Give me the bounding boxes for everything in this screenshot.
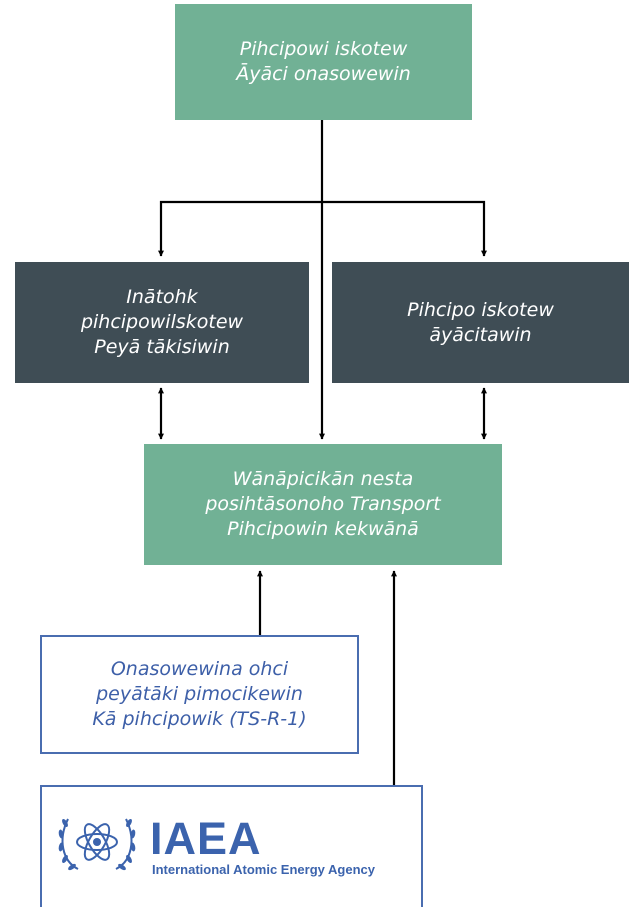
right-box-line: Pihcipo iskotew xyxy=(407,298,554,321)
top-box-line: Pihcipowi iskotew xyxy=(239,38,408,60)
center-box-line: posihtāsonoho Transport xyxy=(205,493,441,515)
un-atom-olive-wreath-icon xyxy=(58,818,136,871)
ts-regulations-box: Onasowewina ohci peyātāki pimocikewin Kā… xyxy=(40,635,359,754)
left-box-line: pihcipowilskotew xyxy=(80,311,244,333)
left-box-line: Peyā tākisiwin xyxy=(94,336,230,358)
iaea-logo-box: IAEA International Atomic Energy Agency xyxy=(40,785,423,907)
right-box: Pihcipo iskotew āyācitawin xyxy=(332,262,629,383)
connector-top-split xyxy=(158,200,487,257)
center-box-line: Pihcipowin kekwānā xyxy=(227,518,419,540)
center-box-line: Wānāpicikān nesta xyxy=(232,468,414,490)
left-box: Inātohk pihcipowilskotew Peyā tākisiwin xyxy=(15,262,309,383)
iaea-full-name: International Atomic Energy Agency xyxy=(152,862,375,877)
ts-box-line: Onasowewina ohci xyxy=(110,658,289,680)
ts-box-line: peyātāki pimocikewin xyxy=(96,683,303,705)
iaea-wordmark: IAEA xyxy=(150,813,262,864)
left-box-line: Inātohk xyxy=(126,286,198,308)
right-box-line: āyācitawin xyxy=(429,323,532,346)
ts-box-line: Kā pihcipowik (TS-R-1) xyxy=(92,708,307,730)
center-box: Wānāpicikān nesta posihtāsonoho Transpor… xyxy=(144,444,502,565)
top-box: Pihcipowi iskotew Āyāci onasowewin xyxy=(175,4,472,120)
top-box-line: Āyāci onasowewin xyxy=(236,63,411,85)
